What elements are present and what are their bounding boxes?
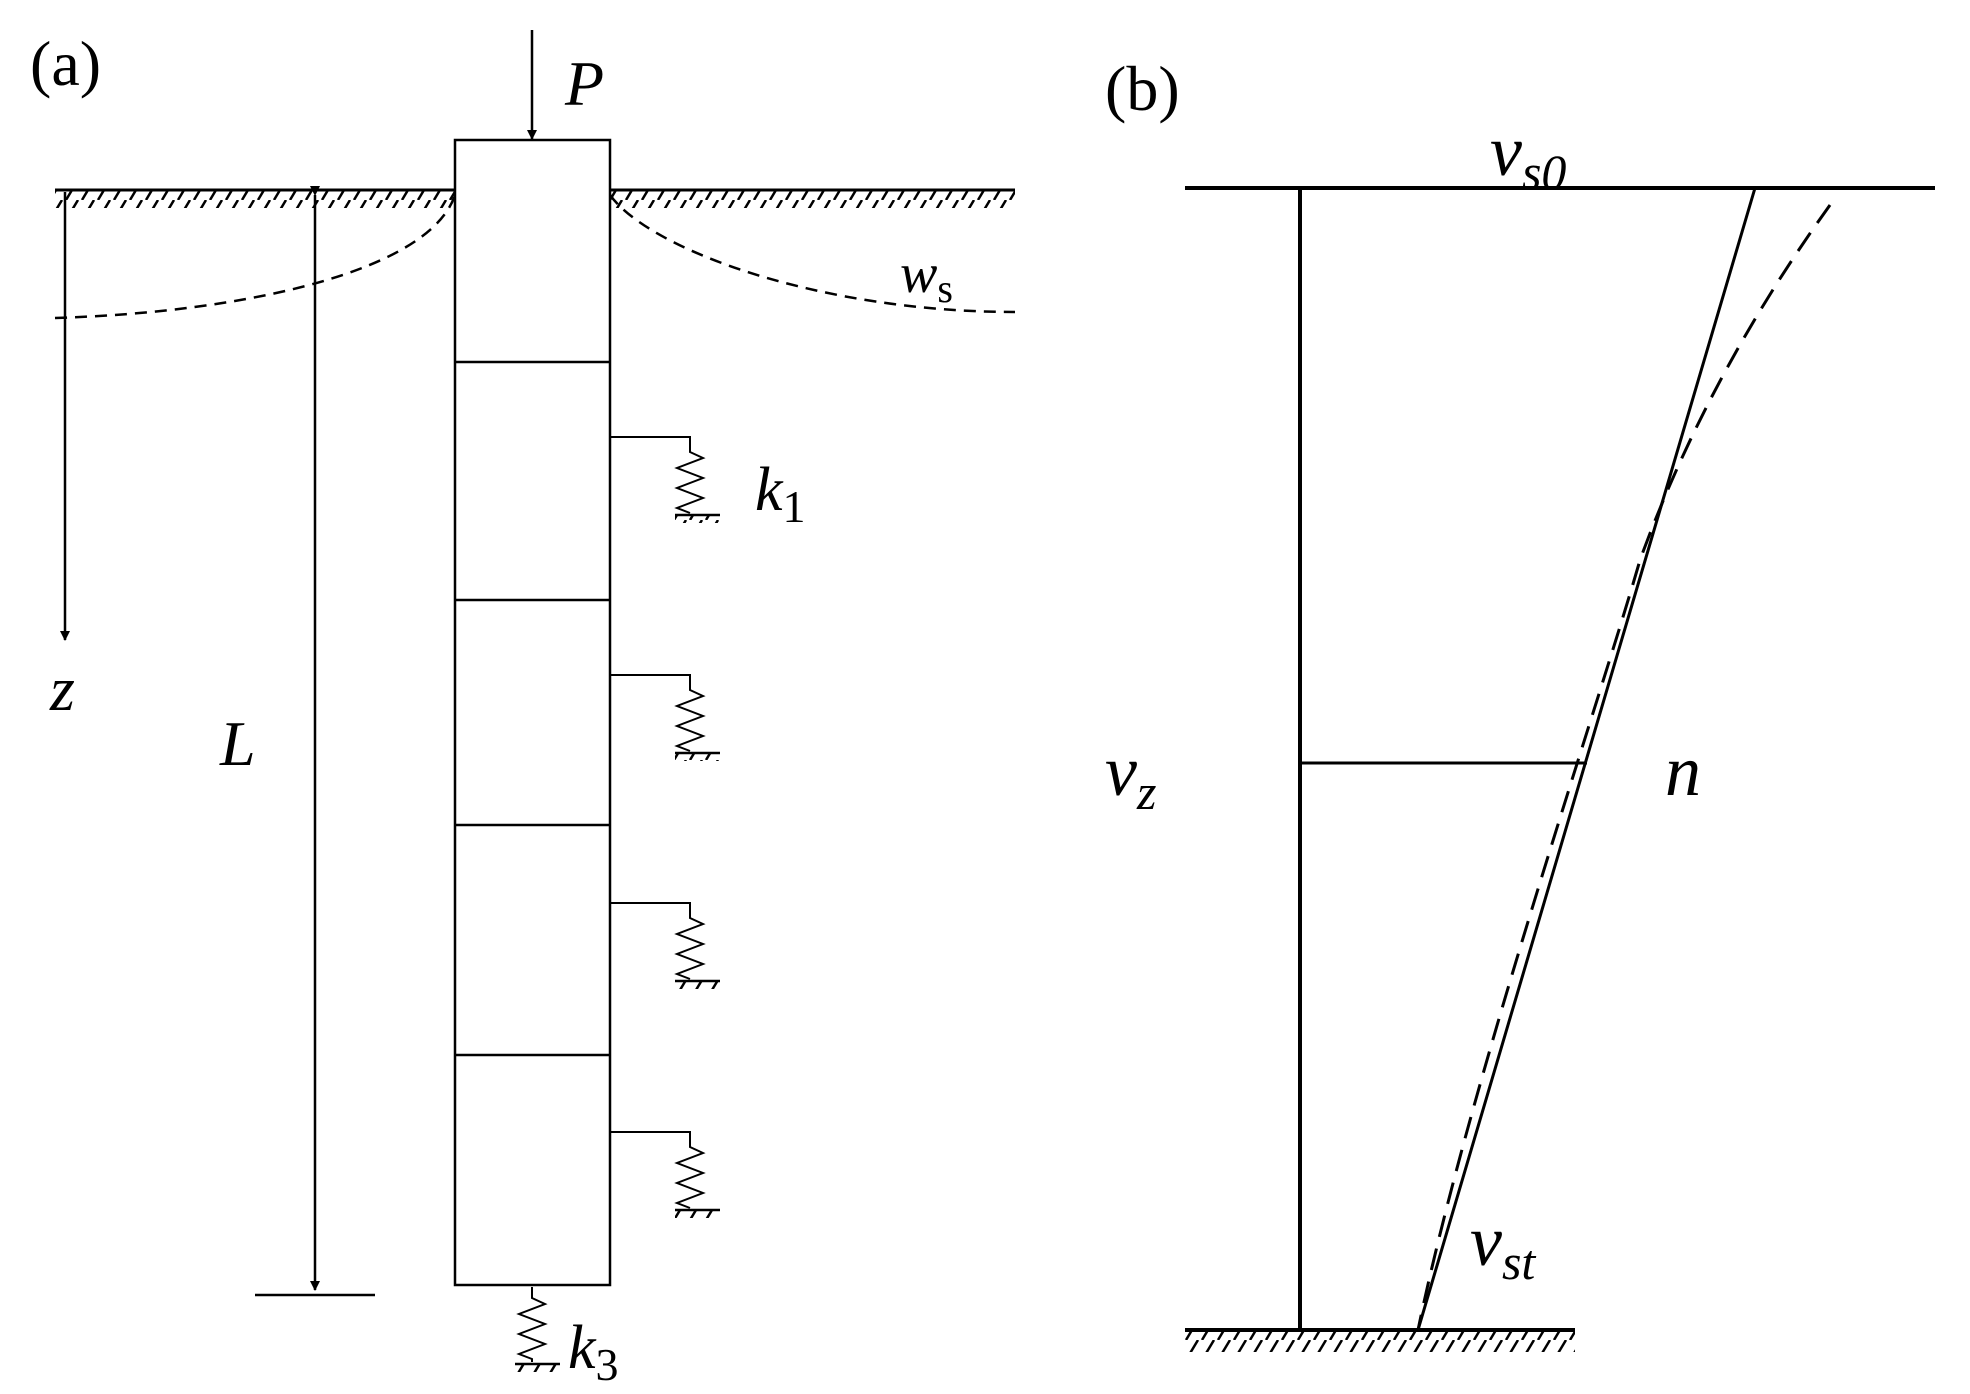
panel-b-tag: (b) — [1105, 53, 1180, 124]
panel-b: (b) vs0 vz n vst — [1105, 53, 1935, 1352]
nonlinear-profile-curve — [1416, 204, 1832, 1331]
ground-hatch-right — [610, 190, 1015, 208]
exponent-label: n — [1665, 731, 1701, 811]
base-spring-label: k3 — [568, 1314, 619, 1390]
linear-profile-line — [1416, 187, 1757, 1331]
panel-a-tag: (a) — [30, 28, 101, 99]
side-spring-1 — [610, 436, 720, 523]
bottom-value-label: vst — [1470, 1201, 1536, 1290]
middle-value-label: vz — [1105, 731, 1156, 820]
soil-settlement-curve-left — [54, 194, 457, 320]
side-spring-3 — [610, 902, 720, 989]
soil-settlement-curve-right — [608, 194, 1016, 314]
length-label: L — [219, 708, 256, 779]
side-spring-2 — [610, 674, 720, 761]
ground-hatch-left — [55, 190, 455, 208]
side-spring-4 — [610, 1131, 720, 1218]
base-spring — [515, 1287, 560, 1372]
soil-settlement-label: ws — [900, 243, 953, 311]
bottom-support-hatch — [1185, 1332, 1575, 1352]
load-label: P — [564, 48, 604, 119]
top-value-label: vs0 — [1490, 111, 1566, 200]
side-spring-label: k1 — [755, 456, 806, 532]
panel-a: (a) z L P ws k1 — [30, 28, 1016, 1390]
pile-body — [453, 138, 612, 1287]
depth-axis-label: z — [49, 653, 75, 724]
